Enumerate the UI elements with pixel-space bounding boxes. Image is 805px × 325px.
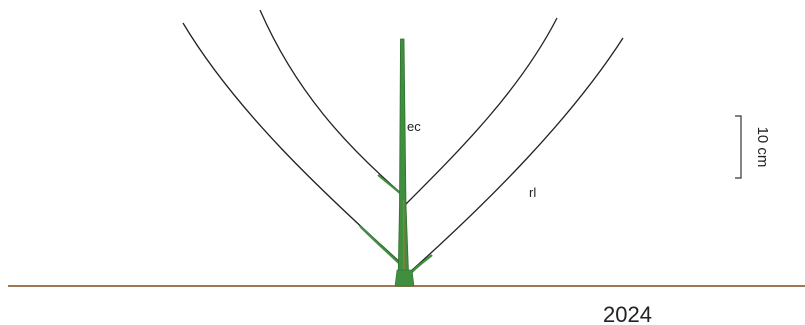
- leaf-inner-right: [404, 17, 558, 206]
- leaf-outer-left-base: [359, 225, 403, 267]
- leaf-outer-left: [182, 22, 403, 265]
- leaf-outer-right-base: [409, 254, 433, 275]
- leaf-outer-right: [409, 37, 624, 273]
- label-ec: ec: [407, 119, 421, 134]
- label-year: 2024: [603, 302, 652, 325]
- leaf-inner-left: [259, 9, 404, 196]
- scale-bar-bracket: [735, 115, 742, 179]
- label-rl: rl: [529, 185, 536, 200]
- scale-bar: 10 cm: [735, 115, 771, 179]
- scale-bar-label: 10 cm: [754, 127, 771, 168]
- stem-base: [394, 269, 415, 287]
